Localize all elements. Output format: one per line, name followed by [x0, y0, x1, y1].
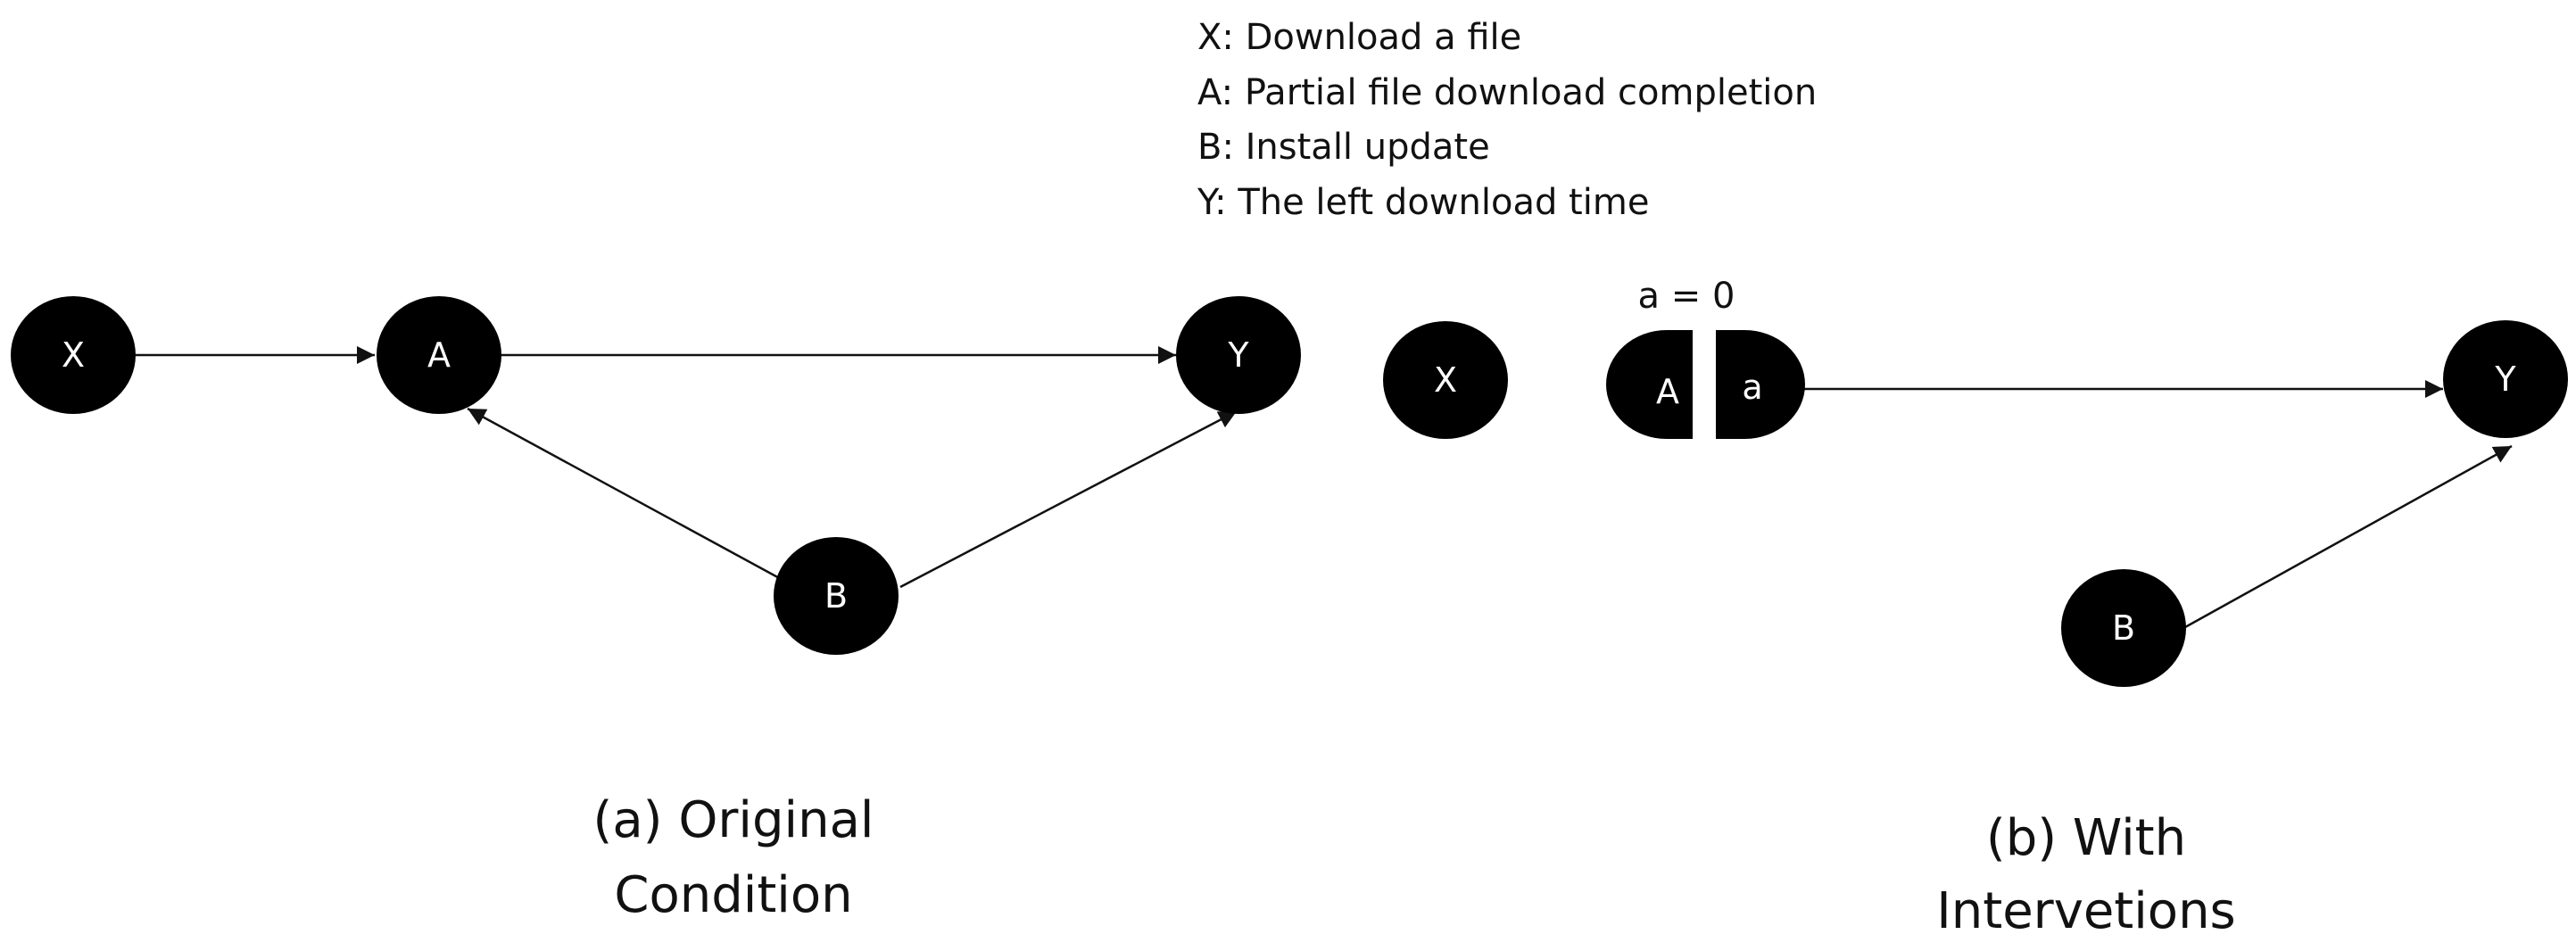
node-b-intervention — [2061, 569, 2186, 687]
edge-b-to-a — [467, 407, 783, 582]
node-x-intervention — [1383, 321, 1508, 439]
edge-b-to-y-intervention — [2184, 444, 2513, 629]
caption-intervention-line2: Intervetions — [1936, 882, 2235, 940]
node-b-label: B — [824, 576, 848, 616]
node-a-label: A — [427, 335, 451, 375]
legend-line-b: B: Install update — [1197, 127, 1490, 168]
legend-line-y: Y: The left download time — [1197, 182, 1649, 223]
edge-b-to-y — [899, 409, 1238, 589]
node-y-label: Y — [1227, 335, 1249, 375]
legend-line-x: X: Download a file — [1197, 17, 1521, 58]
legend-line-a: A: Partial file download completion — [1197, 72, 1817, 113]
node-a-value-half — [1716, 330, 1805, 439]
legend: X: Download a file A: Partial file downl… — [1197, 17, 1817, 223]
intervention-annotation: a = 0 — [1638, 276, 1735, 317]
node-y — [1176, 296, 1301, 414]
node-a-intervention-label: A — [1656, 372, 1679, 411]
node-a-value-label: a — [1742, 368, 1762, 407]
caption-intervention-line1: (b) With — [1986, 809, 2186, 867]
node-b-intervention-label: B — [2112, 608, 2135, 648]
node-y-intervention — [2443, 320, 2568, 438]
caption-original-line2: Condition — [614, 866, 852, 924]
node-a-left-half — [1606, 330, 1693, 439]
node-x-label: X — [62, 335, 85, 375]
intervention-diagram: X A a a = 0 Y B (b) With Intervetions — [1383, 276, 2568, 940]
node-a — [377, 296, 501, 414]
original-diagram: X A Y B (a) Original Condition — [11, 296, 1301, 924]
node-b — [774, 537, 899, 655]
caption-original-line1: (a) Original — [593, 791, 874, 849]
node-y-intervention-label: Y — [2494, 360, 2516, 399]
node-x — [11, 296, 136, 414]
node-x-intervention-label: X — [1434, 360, 1457, 400]
